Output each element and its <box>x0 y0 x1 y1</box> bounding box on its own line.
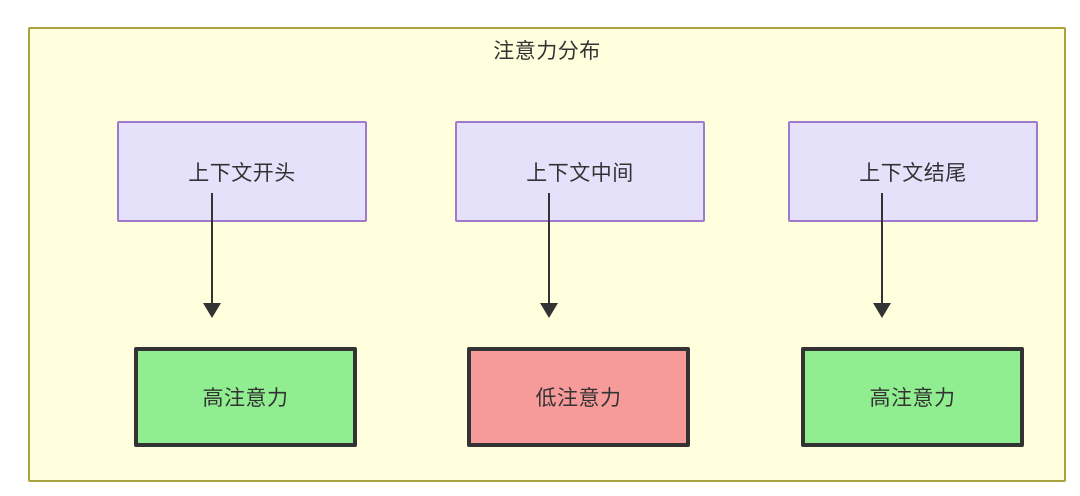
attention-distribution-subgraph: 注意力分布 上下文开头 上下文中间 上下文结尾 高注意力 低注意力 高注意力 <box>28 27 1066 482</box>
node-context-end[interactable]: 上下文结尾 <box>788 121 1038 222</box>
node-attention-high-end-label: 高注意力 <box>869 387 956 410</box>
node-context-start-label: 上下文开头 <box>188 161 296 185</box>
node-attention-low-middle[interactable]: 低注意力 <box>467 347 690 447</box>
node-attention-high-end[interactable]: 高注意力 <box>801 347 1024 447</box>
node-attention-low-middle-label: 低注意力 <box>535 387 622 410</box>
node-context-end-label: 上下文结尾 <box>859 161 967 185</box>
node-context-start[interactable]: 上下文开头 <box>117 121 367 222</box>
node-context-middle[interactable]: 上下文中间 <box>455 121 705 222</box>
node-attention-high-start-label: 高注意力 <box>202 387 289 410</box>
subgraph-title: 注意力分布 <box>493 40 601 63</box>
node-attention-high-start[interactable]: 高注意力 <box>134 347 357 447</box>
node-context-middle-label: 上下文中间 <box>526 161 634 185</box>
